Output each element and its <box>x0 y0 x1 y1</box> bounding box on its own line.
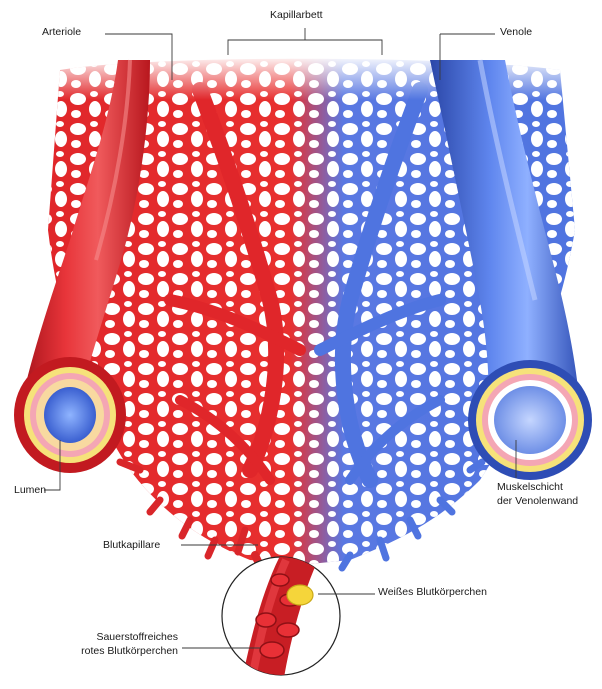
label-muscle-layer-1: Muskelschicht <box>497 481 563 494</box>
magnified-capillary <box>222 552 340 684</box>
label-arteriole: Arteriole <box>42 26 81 39</box>
label-lumen: Lumen <box>14 484 46 497</box>
label-muscle-layer-2: der Venolenwand <box>497 495 578 508</box>
label-red-blood-cell-2: rotes Blutkörperchen <box>60 645 178 658</box>
label-capillary-bed: Kapillarbett <box>270 9 323 22</box>
venule-lumen <box>494 386 566 454</box>
white-blood-cell <box>287 585 313 605</box>
label-venule: Venole <box>500 26 532 39</box>
label-white-blood-cell: Weißes Blutkörperchen <box>378 586 487 599</box>
label-blood-capillary: Blutkapillare <box>103 539 160 552</box>
venule-cross-section <box>468 360 592 480</box>
label-red-blood-cell-1: Sauerstoffreiches <box>60 631 178 644</box>
arteriole-lumen <box>44 387 96 443</box>
arteriole-cross-section <box>14 357 126 473</box>
